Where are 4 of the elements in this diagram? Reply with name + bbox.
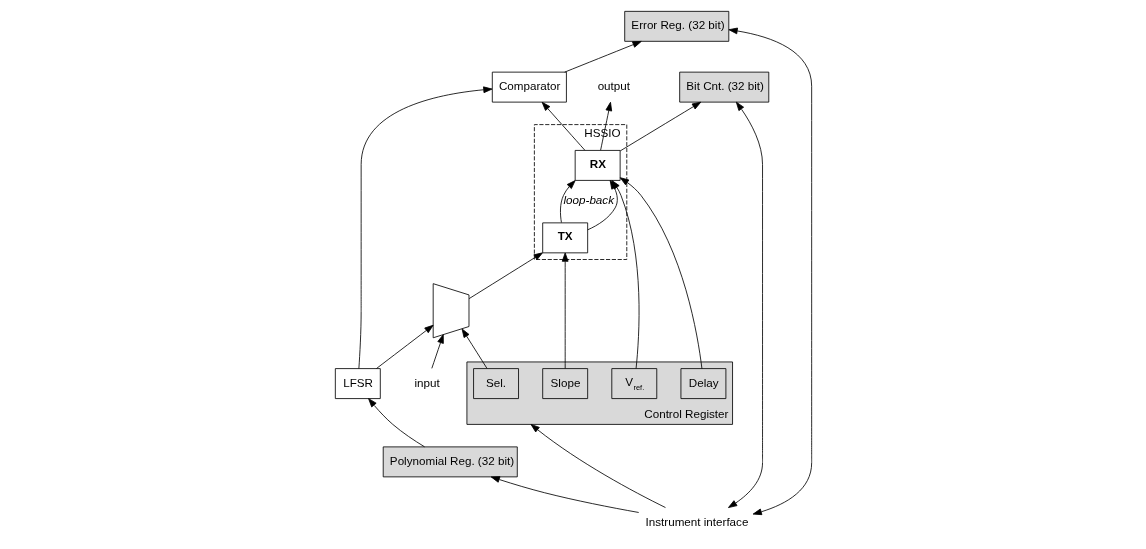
node-text: output bbox=[597, 79, 630, 93]
node-text: Instrument interface bbox=[645, 514, 748, 528]
node-text: input bbox=[413, 375, 440, 389]
edge-label: loop-back bbox=[563, 192, 614, 206]
